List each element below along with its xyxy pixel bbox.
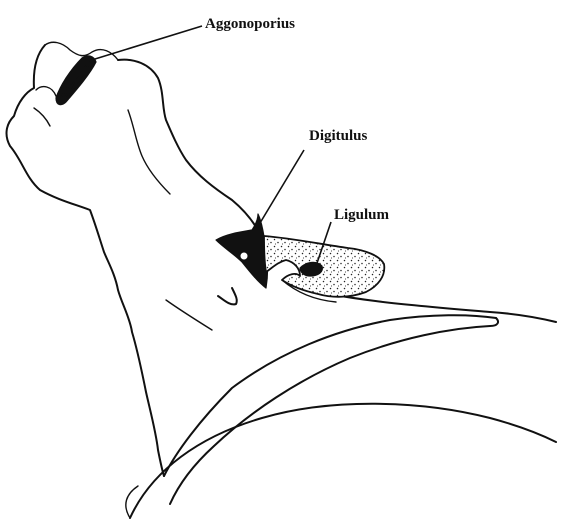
digitulus-structure — [216, 214, 268, 288]
aggonoporius-leader-line — [95, 26, 202, 59]
ligulum-label: Ligulum — [334, 207, 390, 223]
ligulum-structure — [264, 236, 384, 302]
digitulus-leader-line — [257, 150, 304, 228]
aggonoporius-structure — [56, 56, 96, 105]
aggonoporius-label: Aggonoporius — [205, 16, 295, 32]
digitulus-label: Digitulus — [309, 128, 368, 144]
callout-aggonoporius: Aggonoporius — [95, 16, 295, 59]
